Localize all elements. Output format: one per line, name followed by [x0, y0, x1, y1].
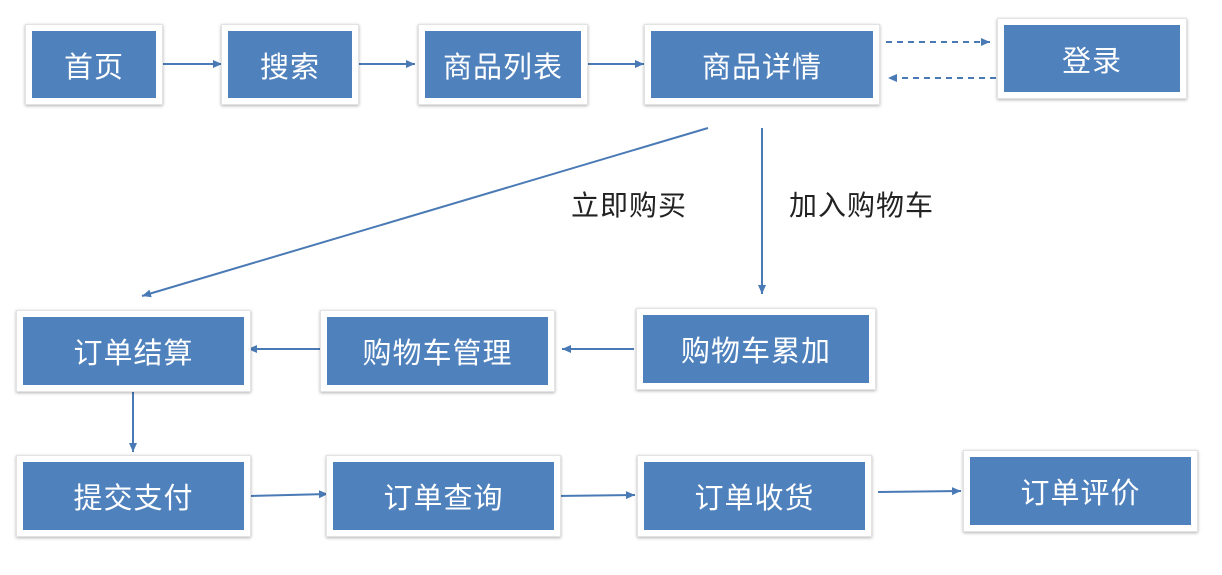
node-submit-pay: 提交支付 — [16, 455, 251, 537]
node-order-checkout-label: 订单结算 — [23, 317, 244, 385]
node-login: 登录 — [997, 18, 1187, 99]
node-submit-pay-label: 提交支付 — [23, 462, 244, 530]
node-product-detail: 商品详情 — [644, 24, 880, 105]
node-cart-manage-label: 购物车管理 — [327, 317, 548, 385]
node-order-receive-label: 订单收货 — [644, 462, 865, 530]
node-order-checkout: 订单结算 — [16, 310, 251, 392]
node-cart-add-label: 购物车累加 — [643, 315, 869, 383]
node-product-list-label: 商品列表 — [425, 31, 581, 98]
node-order-review-label: 订单评价 — [970, 457, 1191, 525]
arrow-buy-now — [141, 127, 709, 298]
node-home: 首页 — [25, 24, 163, 105]
node-login-label: 登录 — [1004, 25, 1180, 92]
node-order-query-label: 订单查询 — [333, 462, 554, 530]
edge-label-buy-now: 立即购买 — [571, 189, 688, 222]
node-order-receive: 订单收货 — [637, 455, 872, 537]
node-cart-add: 购物车累加 — [636, 308, 876, 390]
node-product-detail-label: 商品详情 — [651, 31, 873, 98]
node-order-review: 订单评价 — [963, 450, 1198, 532]
arrow-query-receive — [555, 491, 636, 500]
node-search-label: 搜索 — [228, 31, 352, 98]
node-search: 搜索 — [221, 24, 359, 105]
node-cart-manage: 购物车管理 — [320, 310, 555, 392]
arrow-receive-review — [877, 487, 962, 496]
node-home-label: 首页 — [32, 31, 156, 98]
node-order-query: 订单查询 — [326, 455, 561, 537]
node-product-list: 商品列表 — [418, 24, 588, 105]
edge-label-add-to-cart: 加入购物车 — [789, 189, 935, 222]
arrow-pay-query — [247, 490, 329, 499]
